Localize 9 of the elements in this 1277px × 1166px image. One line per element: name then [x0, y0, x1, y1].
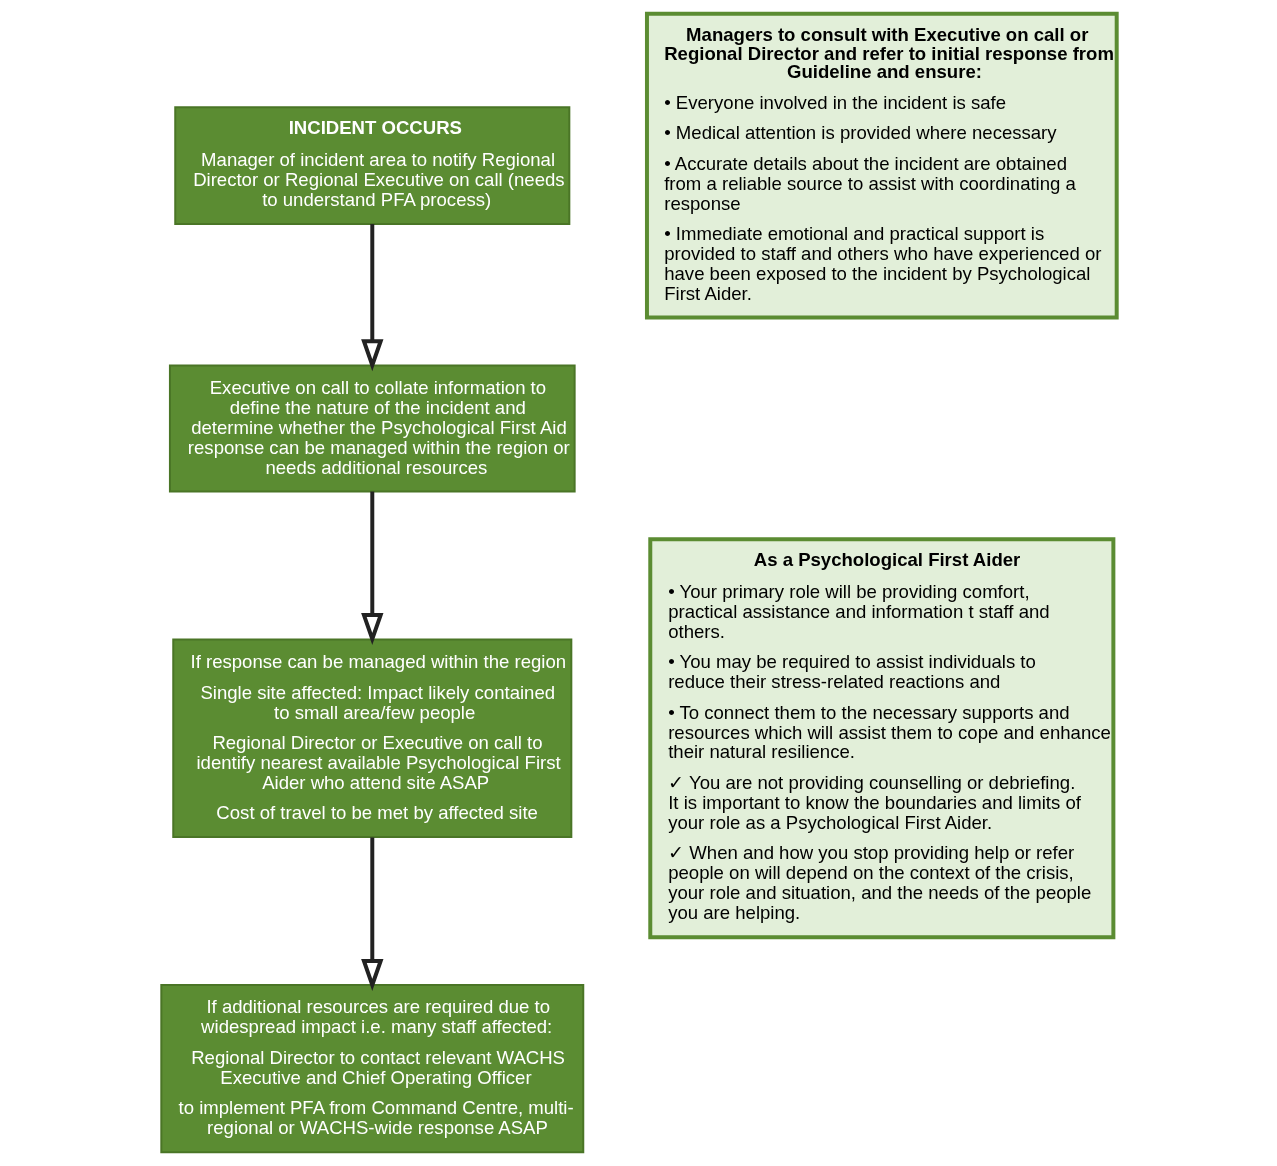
node-box: Executive on call to collate information to define the nature of the incident and determine whether the Psychological First Aid response can be managed within the region or needs additional resources	[168, 364, 576, 493]
node-box: If response can be managed within the region Single site affected: Impact likely contained to small area/few people Regional Director or Executive on call to identify nearest available Psychological First Aider who attend site ASAP Cost of travel to be met by affected site	[171, 638, 572, 839]
node-box: INCIDENT OCCURS Manager of incident area to notify Regional Director or Regional Executive on call (needs to understand PFA process)	[173, 106, 570, 226]
arrow	[360, 224, 383, 372]
arrow	[360, 491, 383, 645]
node-box: As a Psychological First Aider • Your primary role will be providing comfort, practical assistance and information t staff and others. • You may be required to assist individuals to reduce their stress-related reactions and • To connect them to the necessary supports and resources which will assist them to cope and enhance their natural resilience. ✓ You are not providing counselling or debriefing. It is important to know the boundaries and limits of your role as a Psychological First Aider. ✓ When and how you stop providing help or refer people on will depend on the context of the crisis, your role and situation, and the needs of the people you are helping.	[647, 537, 1115, 940]
arrow	[360, 837, 383, 991]
node-box: If additional resources are required due to widespread impact i.e. many staff affected: Regional Director to contact relevant WACHS Executive and Chief Operating Officer to implement PFA from Command Centre, multi-regional or WACHS-wide response ASAP	[159, 984, 584, 1154]
node-box: Managers to consult with Executive on call or Regional Director and refer to initial response from Guideline and ensure: • Everyone involved in the incident is safe • Medical attention is provided where necessary • Accurate details about the incident are obtained from a reliable source to assist with coordinating a response • Immediate emotional and practical support is provided to staff and others who have experienced or have been exposed to the incident by Psychological First Aider.	[644, 11, 1119, 320]
